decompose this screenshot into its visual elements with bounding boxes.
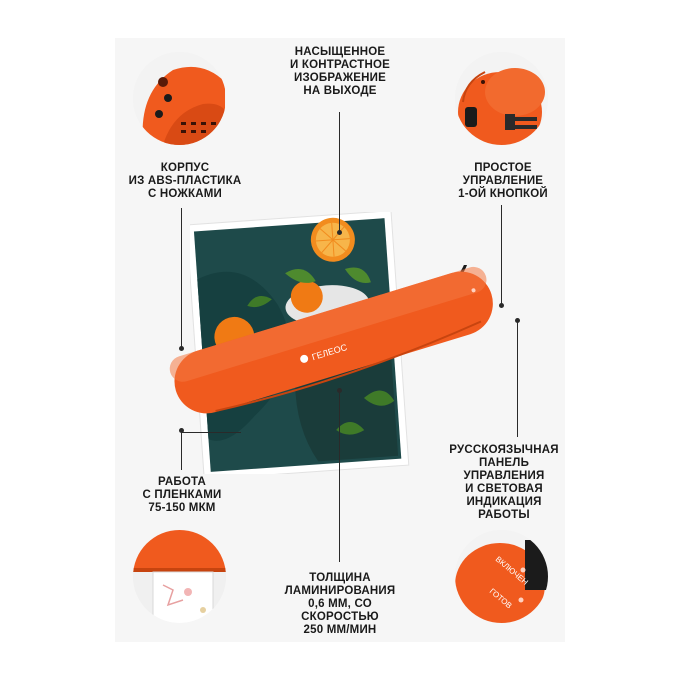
callout-saturated-image: НАСЫЩЕННОЕ И КОНТРАСТНОЕ ИЗОБРАЖЕНИЕ НА … <box>278 46 402 98</box>
callout-film-thickness: РАБОТА С ПЛЕНКАМИ 75-150 МКМ <box>130 476 234 515</box>
callout-lamination-speed: ТОЛЩИНА ЛАМИНИРОВАНИЯ 0,6 ММ, СО СКОРОСТ… <box>270 572 410 637</box>
callout-abs-body: КОРПУС ИЗ ABS-ПЛАСТИКА С НОЖКАМИ <box>125 162 245 201</box>
callout-line: С НОЖКАМИ <box>148 188 222 200</box>
callout-line: ИНДИКАЦИЯ <box>466 496 542 508</box>
connector-line <box>181 432 182 470</box>
button-closeup-image <box>455 52 548 145</box>
callout-line: 1-ОЙ КНОПКОЙ <box>458 188 548 200</box>
indicator-panel-image: ВКЛЮЧЕН ГОТОВ <box>455 530 548 623</box>
connector-dot <box>337 230 342 235</box>
callout-line: 0,6 ММ, СО СКОРОСТЬЮ <box>301 598 379 623</box>
callout-line: ЛАМИНИРОВАНИЯ <box>284 585 396 597</box>
connector-dot <box>515 318 520 323</box>
callout-line: КОРПУС <box>160 162 210 174</box>
callout-line: ПРОСТОЕ <box>474 162 532 174</box>
callout-line: УПРАВЛЕНИЯ <box>463 470 545 482</box>
connector-line <box>501 205 502 305</box>
callout-one-button: ПРОСТОЕ УПРАВЛЕНИЕ 1-ОЙ КНОПКОЙ <box>448 162 558 201</box>
callout-line: НАСЫЩЕННОЕ <box>294 46 386 58</box>
connector-line <box>181 432 241 433</box>
callout-line: И КОНТРАСТНОЕ <box>290 59 390 71</box>
connector-line <box>517 322 518 437</box>
feet-closeup-image <box>133 52 226 145</box>
connector-line <box>339 112 340 232</box>
connector-dot <box>337 388 342 393</box>
callout-line: 75-150 МКМ <box>148 502 216 514</box>
callout-line: 250 ММ/МИН <box>303 624 377 636</box>
callout-line: С ПЛЕНКАМИ <box>142 489 222 501</box>
connector-line <box>181 208 182 348</box>
callout-line: РУССКОЯЗЫЧНАЯ <box>449 444 559 456</box>
callout-line: РАБОТА <box>158 476 206 488</box>
callout-line: УПРАВЛЕНИЕ <box>462 175 544 187</box>
connector-dot <box>499 303 504 308</box>
callout-line: И СВЕТОВАЯ <box>465 483 543 495</box>
film-closeup-image <box>133 530 226 623</box>
callout-line: ИЗ ABS-ПЛАСТИКА <box>128 175 242 187</box>
connector-dot <box>179 346 184 351</box>
callout-line: ПАНЕЛЬ <box>478 457 530 469</box>
callout-line: ТОЛЩИНА <box>309 572 371 584</box>
connector-dot <box>179 428 184 433</box>
callout-line: ИЗОБРАЖЕНИЕ <box>294 72 386 84</box>
laminator-device: ГЕЛЕОС <box>160 253 510 415</box>
callout-line: НА ВЫХОДЕ <box>303 85 377 97</box>
callout-line: РАБОТЫ <box>478 509 530 521</box>
connector-line <box>339 392 340 562</box>
callout-russian-panel: РУССКОЯЗЫЧНАЯ ПАНЕЛЬ УПРАВЛЕНИЯ И СВЕТОВ… <box>440 444 568 522</box>
